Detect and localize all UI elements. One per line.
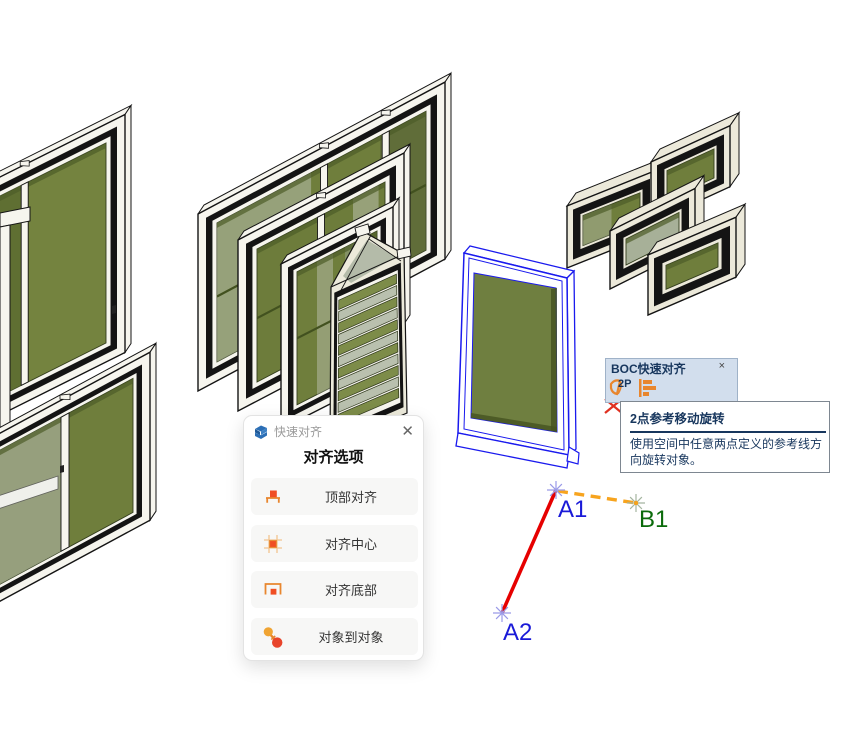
svg-text:2P: 2P <box>618 378 631 390</box>
svg-text:B1: B1 <box>639 506 668 533</box>
svg-text:A2: A2 <box>503 619 532 646</box>
svg-text:A1: A1 <box>558 496 587 523</box>
